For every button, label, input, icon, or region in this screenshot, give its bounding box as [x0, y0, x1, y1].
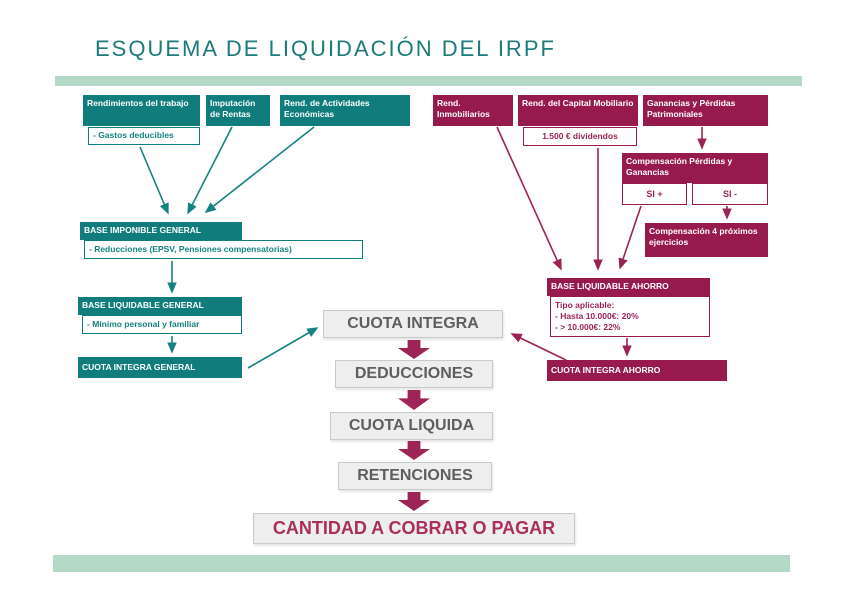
- box-retenciones: RETENCIONES: [338, 462, 492, 490]
- box-si-plus: SI +: [622, 183, 687, 205]
- block-arrow-1: [398, 340, 430, 359]
- note-gastos-deducibles: - Gastos deducibles: [88, 127, 200, 145]
- tipo-aplicable-line3: - > 10.000€: 22%: [555, 322, 621, 333]
- bottom-divider-bar: [53, 555, 790, 572]
- box-compensacion-4-ejercicios: Compensación 4 próximos ejercicios: [645, 223, 768, 257]
- box-cuota-integra-ahorro: CUOTA INTEGRA AHORRO: [547, 360, 727, 381]
- box-cuota-integra: CUOTA INTEGRA: [323, 310, 503, 338]
- note-minimo-personal: - Mínimo personal y familiar: [82, 315, 242, 334]
- box-rendimientos-trabajo: Rendimientos del trabajo: [83, 95, 200, 126]
- block-arrow-4: [398, 492, 430, 511]
- box-actividades-economicas: Rend. de Actividades Económicas: [280, 95, 410, 126]
- box-base-liquidable-ahorro: BASE LIQUIDABLE AHORRO: [547, 278, 710, 296]
- box-base-liquidable-general: BASE LIQUIDABLE GENERAL: [78, 297, 242, 315]
- note-tipo-aplicable: Tipo aplicable: - Hasta 10.000€: 20% - >…: [550, 296, 710, 337]
- tipo-aplicable-line1: Tipo aplicable:: [555, 299, 615, 310]
- note-dividendos: 1.500 € dividendos: [523, 127, 637, 146]
- box-compensacion-perdidas-ganancias: Compensación Pérdidas y Ganancias: [622, 153, 768, 183]
- box-ganancias-perdidas: Ganancias y Pérdidas Patrimoniales: [643, 95, 768, 126]
- page-title: ESQUEMA DE LIQUIDACIÓN DEL IRPF: [95, 36, 556, 61]
- box-capital-mobiliario: Rend. del Capital Mobiliario: [518, 95, 638, 126]
- block-arrow-3: [398, 441, 430, 460]
- tipo-aplicable-line2: - Hasta 10.000€: 20%: [555, 310, 639, 321]
- box-cuota-liquida: CUOTA LIQUIDA: [330, 412, 493, 440]
- block-arrow-2: [398, 390, 430, 410]
- box-base-imponible-general: BASE IMPONIBLE GENERAL: [80, 222, 242, 240]
- top-divider-bar: [55, 76, 802, 86]
- box-cantidad-cobrar-pagar: CANTIDAD A COBRAR O PAGAR: [253, 513, 575, 544]
- box-imputacion-rentas: Imputación de Rentas: [206, 95, 270, 126]
- note-reducciones: - Reducciones (EPSV, Pensiones compensat…: [84, 240, 363, 259]
- box-cuota-integra-general: CUOTA INTEGRA GENERAL: [78, 357, 242, 378]
- box-deducciones: DEDUCCIONES: [335, 360, 493, 388]
- box-rend-inmobiliarios: Rend. Inmobiliarios: [433, 95, 513, 126]
- box-si-minus: SI -: [692, 183, 768, 205]
